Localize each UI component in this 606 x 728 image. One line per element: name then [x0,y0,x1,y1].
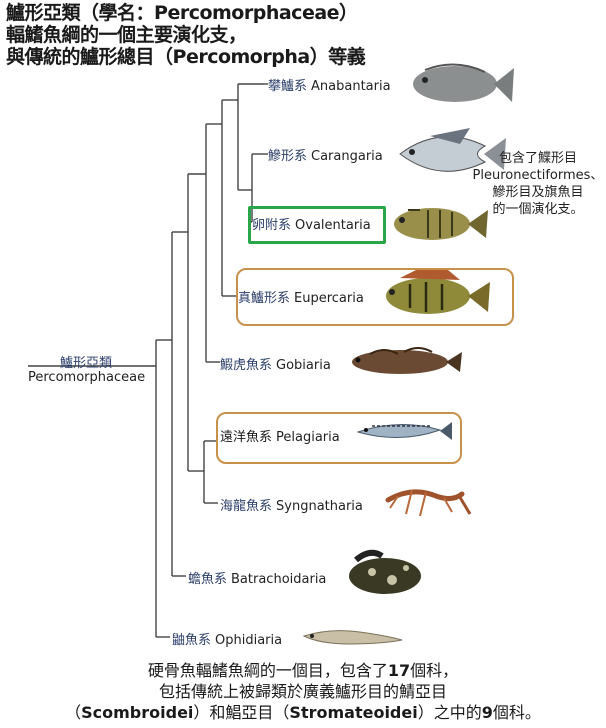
footer-text: ）之中的 [417,703,482,722]
clade-en: Gobiaria [276,358,331,373]
note-line-4: 的一個演化支。 [492,202,584,217]
title-line-2: 輻鰭魚綱的一個主要演化支， [6,24,247,46]
clade-en: Carangaria [311,149,383,164]
title3-zh: 與傳統的鱸形總目（ [6,46,173,68]
clade-zh: 鰕虎魚系 [220,358,273,373]
fish-eupercaria-icon [386,268,490,314]
clade-en: Ovalentaria [295,218,371,233]
footer-latin: Scombroidei [81,703,194,722]
fish-ovalentaria-icon [394,208,488,240]
clade-en: Anabantaria [311,79,391,94]
tree-branches [28,83,268,638]
clade-en: Batrachoidaria [231,572,327,587]
footer-text: 硬骨魚輻鰭魚綱的一個目，包含了 [147,661,388,680]
fish-syngnatharia-icon [385,489,472,517]
clade-zh: 海龍魚系 [220,499,273,514]
title-end: ） [339,2,358,24]
eupercaria-highlight-box [236,268,514,326]
clade-zh: 鰺形系 [268,149,308,164]
note-line-2: Pleuronectiformes、 [472,168,604,183]
clade-zh: 卵附系 [252,218,292,233]
footer-line-2: 包括傳統上被歸類於廣義鱸形目的鯖亞目 [158,682,447,701]
fish-batrachoidaria-icon [349,549,421,594]
clade-en: Syngnatharia [276,499,363,514]
fish-gobiaria-icon [352,347,462,374]
clade-zh: 真鱸形系 [238,291,291,306]
footer-text: ）和鯧亞目（ [193,703,290,722]
footer-text: 個科。 [492,703,541,722]
title-zh: 鱸形亞類（學名： [6,2,155,24]
clade-en: Pelagiaria [276,430,340,445]
footer-number: 17 [387,661,411,680]
fish-carangaria-icon [399,128,506,172]
footer-number: 9 [481,703,493,722]
footer-text: （ [65,703,82,722]
clade-en: Eupercaria [294,291,364,306]
root-label-en: Percomorphaceae [28,370,146,385]
fish-ophidiaria-icon [302,630,403,645]
title-line-3: 與傳統的鱸形總目（Percomorpha）等義 [6,46,366,68]
pelagiaria-highlight-box [216,412,462,464]
title3-end: ）等義 [309,46,366,68]
clade-en: Ophidiaria [215,633,283,648]
title-block: 鱸形亞類（學名：Percomorphaceae） 輻鰭魚綱的一個主要演化支， 與… [6,2,366,68]
footer-line-3: （Scombroidei）和鯧亞目（Stromateoidei）之中的9個科。 [0,702,606,723]
fish-pelagiaria-icon [356,422,452,440]
note-line-3: 鰺形目及旗魚目 [492,185,584,200]
carangaria-note: 包含了鰈形目 Pleuronectiformes、 鰺形目及旗魚目 的一個演化支… [470,150,606,218]
clade-zh: 遠洋魚系 [220,430,273,445]
title3-latin: Percomorpha [172,46,311,68]
title-latin: Percomorphaceae [154,2,340,24]
ovalentaria-highlight-box [248,206,386,244]
clade-zh: 蟾魚系 [188,572,228,587]
footer-line-1: 硬骨魚輻鰭魚綱的一個目，包含了17個科， [0,660,606,681]
footer-latin: Stromateoidei [289,703,418,722]
footer-text: 個科， [410,661,459,680]
pelagiaria-footer-note: 硬骨魚輻鰭魚綱的一個目，包含了17個科， 包括傳統上被歸類於廣義鱸形目的鯖亞目 … [0,660,606,723]
clade-zh: 攀鱸系 [268,79,308,94]
title-line-1: 鱸形亞類（學名：Percomorphaceae） [6,2,365,24]
clade-zh: 鼬魚系 [172,633,212,648]
root-label-zh: 鱸形亞類 [60,356,113,371]
fish-anabantaria-icon [413,63,514,102]
note-line-1: 包含了鰈形目 [498,151,577,166]
